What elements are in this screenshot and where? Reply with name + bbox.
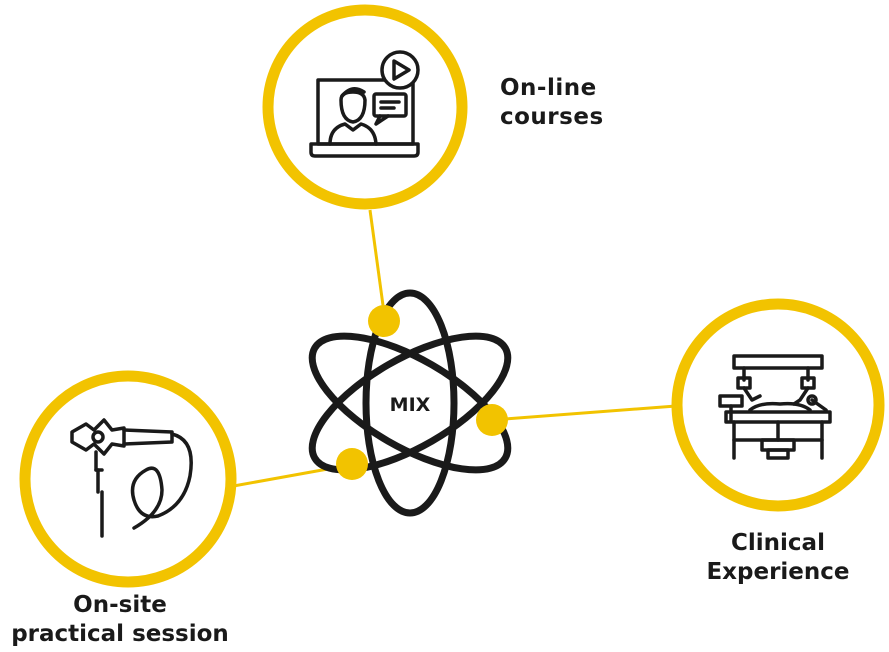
node-label-clinical: Clinical Experience — [696, 529, 860, 587]
connector-clinical — [491, 404, 677, 422]
electron-dot-right — [476, 404, 508, 436]
node-label-online: On-line courses — [500, 74, 604, 132]
node-label-clinical-line2: Experience — [706, 559, 850, 585]
mix-label: MIX — [390, 394, 431, 416]
node-label-onsite-line1: On-site — [73, 592, 167, 618]
laparoscopic-instrument-icon — [70, 418, 193, 538]
connector-online — [368, 209, 387, 321]
atom-icon — [308, 289, 512, 517]
surgical-robot-icon — [718, 354, 832, 460]
electron-dot-top — [368, 305, 400, 337]
node-label-onsite: On-site practical session — [0, 591, 240, 649]
online-course-laptop-icon — [309, 50, 420, 158]
node-label-online-line2: courses — [500, 104, 604, 130]
node-label-online-line1: On-line — [500, 75, 597, 101]
node-label-onsite-line2: practical session — [11, 621, 229, 647]
node-circle-onsite — [19, 370, 237, 588]
electron-dot-bottom — [336, 448, 368, 480]
node-label-clinical-line1: Clinical — [731, 530, 825, 556]
